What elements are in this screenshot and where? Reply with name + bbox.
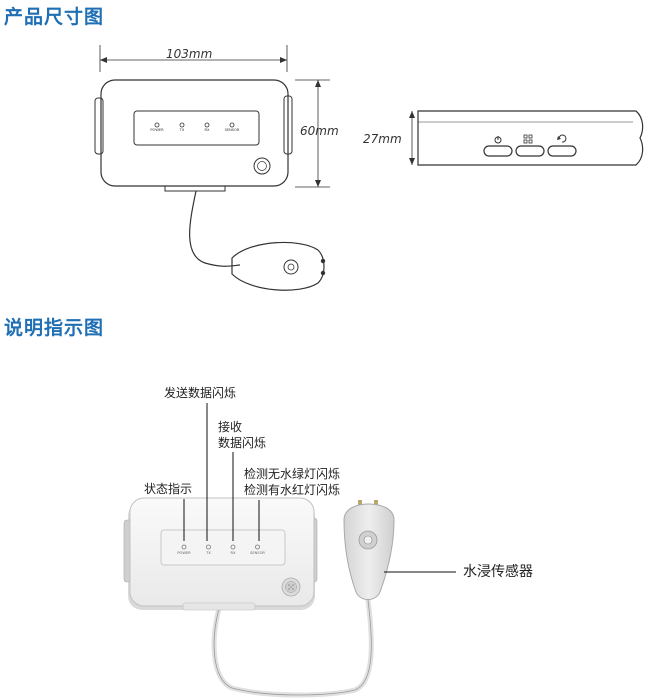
- instructions-section-title: 说明指示图: [4, 317, 105, 339]
- height-dimension-label: 60mm: [300, 124, 339, 138]
- top-view-drawing: [94, 45, 330, 291]
- led-label-rx: RX: [231, 551, 236, 555]
- led-label-tx: TX: [205, 551, 211, 555]
- sensor-callout-label-line2: 检测有水红灯闪烁: [244, 483, 341, 497]
- led-indicator-tx: [179, 122, 185, 128]
- side-power-button: [483, 145, 513, 157]
- cable-outline: [189, 190, 241, 267]
- led-indicator-rx: [204, 122, 210, 128]
- top-led-row: POWER TX RX SENSOR: [150, 122, 240, 132]
- refresh-icon: [558, 134, 567, 143]
- probe-callout-label: 水浸传感器: [463, 564, 533, 580]
- led-panel: [160, 529, 286, 566]
- led-panel-outline: [133, 110, 260, 146]
- side-reset-button: [547, 145, 577, 157]
- led-label-sensor: SENSOR: [225, 128, 240, 132]
- led-indicator-power: [154, 122, 160, 128]
- depth-dimension-label: 27mm: [363, 132, 402, 146]
- led-label-sensor: SENSOR: [250, 551, 265, 555]
- width-dimension-label: 103mm: [166, 47, 213, 61]
- led-label-power: POWER: [177, 551, 191, 555]
- sensor-callout-label-line1: 检测无水绿灯闪烁: [244, 467, 341, 481]
- device-render: [123, 497, 395, 698]
- speaker-grille-icon: [253, 157, 271, 175]
- probe-outline: [231, 241, 325, 291]
- led-indicator-sensor: [229, 122, 235, 128]
- rx-callout-label-line1: 接收: [218, 420, 243, 434]
- rx-callout-label-line2: 数据闪烁: [218, 436, 267, 450]
- water-probe: [343, 503, 395, 600]
- callout-lines: [183, 403, 456, 573]
- led-indicator-rx: [230, 544, 236, 550]
- grid-icon: [523, 134, 528, 139]
- bottom-led-row: POWER TX RX SENSOR: [177, 544, 265, 555]
- side-pair-button: [515, 145, 545, 157]
- led-label-tx: TX: [179, 128, 185, 132]
- power-callout-label: 状态指示: [144, 482, 193, 496]
- led-label-power: POWER: [150, 128, 164, 132]
- side-view-drawing: [409, 110, 644, 166]
- led-label-rx: RX: [205, 128, 210, 132]
- cable: [211, 599, 374, 698]
- led-indicator-sensor: [255, 544, 260, 550]
- led-indicator-power: [181, 544, 187, 550]
- side-body-outline: [417, 110, 644, 166]
- device-outline: [100, 79, 289, 187]
- tx-callout-label: 发送数据闪烁: [164, 386, 237, 400]
- dimensions-section-title: 产品尺寸图: [4, 6, 105, 28]
- led-indicator-tx: [206, 544, 211, 550]
